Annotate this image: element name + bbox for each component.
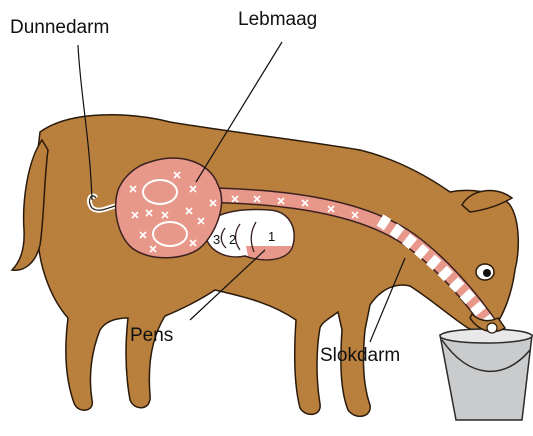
- label-small-intestine: Dunnedarm: [10, 17, 109, 39]
- compartment-3: 3: [213, 232, 220, 247]
- label-abomasum: Lebmaag: [238, 9, 317, 31]
- compartment-2: 2: [229, 232, 236, 247]
- abomasum: [116, 158, 222, 258]
- label-rumen: Pens: [130, 325, 173, 347]
- bucket: [440, 335, 532, 420]
- calf-pupil: [483, 269, 491, 277]
- compartment-1: 1: [268, 229, 275, 244]
- label-esophagus: Slokdarm: [320, 345, 400, 367]
